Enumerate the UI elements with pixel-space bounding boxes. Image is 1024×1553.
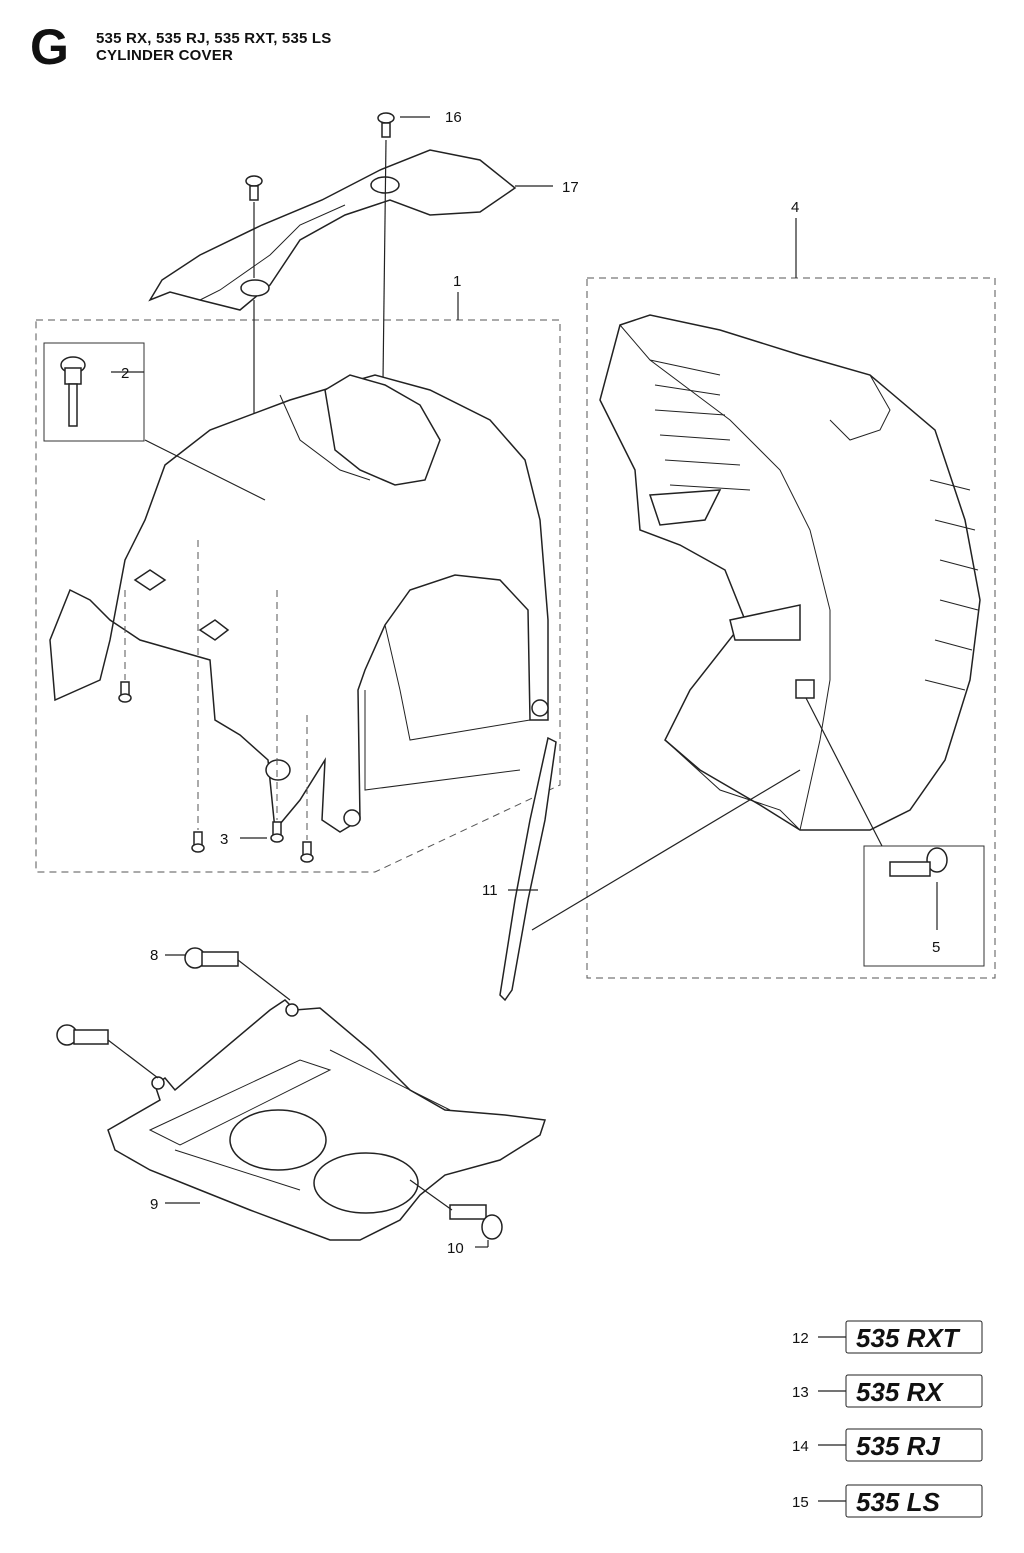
decal-13-text: 535 RX bbox=[856, 1377, 944, 1407]
screw-5-part bbox=[889, 847, 948, 877]
model-list: 535 RX, 535 RJ, 535 RXT, 535 LS bbox=[96, 30, 332, 47]
decal-15-text: 535 LS bbox=[856, 1487, 940, 1517]
callout-8: 8 bbox=[150, 947, 158, 964]
callout-14: 14 bbox=[792, 1438, 809, 1455]
group-box-cylinder-cover bbox=[35, 319, 561, 873]
callout-17: 17 bbox=[562, 179, 579, 196]
decal-12: 535 RXT bbox=[845, 1320, 983, 1354]
decal-14: 535 RJ bbox=[845, 1428, 983, 1462]
decal-12-text: 535 RXT bbox=[856, 1323, 961, 1353]
group-box-cooling-shroud bbox=[586, 277, 996, 979]
top-guard-part bbox=[148, 149, 517, 311]
callout-3: 3 bbox=[220, 831, 228, 848]
callout-5: 5 bbox=[932, 939, 940, 956]
section-letter: G bbox=[30, 19, 69, 75]
detail-box-screw-2 bbox=[43, 342, 145, 442]
bottom-guard-plate-part bbox=[107, 999, 547, 1241]
callout-13: 13 bbox=[792, 1384, 809, 1401]
callout-9: 9 bbox=[150, 1196, 158, 1213]
screw-2-part bbox=[60, 356, 86, 427]
callout-11: 11 bbox=[482, 882, 498, 899]
decal-13: 535 RX bbox=[845, 1374, 983, 1408]
callout-1: 1 bbox=[453, 273, 461, 290]
callout-10: 10 bbox=[447, 1240, 464, 1257]
callout-15: 15 bbox=[792, 1494, 809, 1511]
screw-top-guard-left-part bbox=[245, 175, 263, 201]
screw-8-part bbox=[184, 947, 239, 969]
cooling-shroud-part bbox=[599, 314, 981, 831]
page-title: CYLINDER COVER bbox=[96, 47, 233, 64]
decal-14-text: 535 RJ bbox=[856, 1431, 940, 1461]
cylinder-cover-part bbox=[49, 374, 549, 833]
screw-16-part bbox=[377, 112, 395, 138]
screw-8b-part bbox=[56, 1024, 109, 1046]
seal-strip-part bbox=[499, 736, 557, 1002]
callout-12: 12 bbox=[792, 1330, 809, 1347]
callout-4: 4 bbox=[791, 199, 799, 216]
callout-2: 2 bbox=[121, 365, 129, 382]
decal-15: 535 LS bbox=[845, 1484, 983, 1518]
screw-3-part bbox=[118, 681, 314, 863]
screw-10-part bbox=[449, 1204, 503, 1240]
callout-16: 16 bbox=[445, 109, 462, 126]
